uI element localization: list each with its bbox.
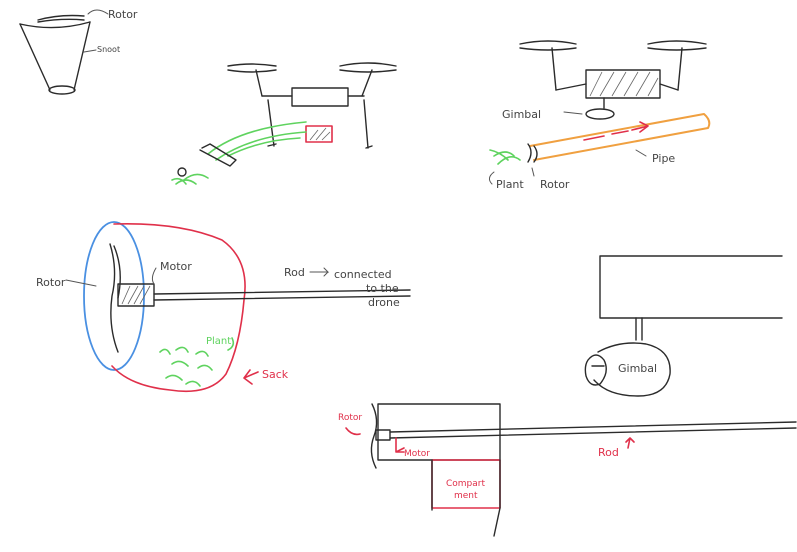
- rotor-blade-sketch: [38, 16, 84, 23]
- plant-particles: [160, 347, 212, 386]
- green-suction-hose: [208, 122, 306, 160]
- body-shading: [590, 72, 658, 96]
- label-pipe: Pipe: [652, 152, 675, 165]
- rotor-pointer-arrow: [88, 10, 108, 14]
- rotor-pointer-arrow: [532, 168, 534, 176]
- label-gimbal: Gimbal: [618, 362, 657, 375]
- orange-pipe: [530, 114, 709, 160]
- gimbal-ring: [586, 109, 614, 119]
- label-rotor: Rotor: [108, 8, 138, 21]
- label-sack: Sack: [262, 368, 289, 381]
- label-snout: Snoot: [97, 45, 120, 54]
- label-compartment-2: ment: [454, 491, 478, 501]
- sketch-sack-rod: Rotor Motor Rod connected to the drone P…: [36, 222, 410, 391]
- left-rotor-blades: [228, 64, 276, 72]
- drone-body: [292, 88, 348, 106]
- sketch-drone-hose: [172, 63, 396, 184]
- sack-outline: [112, 224, 245, 391]
- right-rotor-blades: [648, 41, 706, 50]
- rotor-arrow: [346, 428, 360, 434]
- rotor-blade: [110, 244, 120, 352]
- pipe-rotor: [528, 144, 537, 162]
- sketch-gimbal-pipe: Gimbal Plant Rotor Pipe: [489, 41, 709, 191]
- leg-feet: [268, 144, 372, 148]
- label-motor: Motor: [160, 260, 192, 273]
- gimbal-pointer-arrow: [564, 112, 582, 114]
- label-drone: drone: [368, 296, 400, 309]
- rotor-housing: [84, 222, 144, 370]
- rod-arrow: [626, 438, 634, 448]
- plant-seed: [178, 168, 186, 176]
- label-to-the: to the: [366, 282, 399, 295]
- rod-arrow: [310, 268, 328, 276]
- connecting-rod: [390, 422, 796, 438]
- rotor-pointer-arrow: [66, 280, 96, 286]
- motor-shading: [122, 286, 150, 304]
- label-connected: connected: [334, 268, 392, 281]
- snout-top: [20, 22, 90, 28]
- label-compartment: Compart: [446, 479, 485, 489]
- plant-pointer-arrow: [489, 172, 494, 184]
- right-rotor-blades: [340, 63, 396, 72]
- motor-arrow: [396, 438, 404, 452]
- snout-pointer-arrow: [84, 50, 96, 52]
- sketch-drone-gimbal: Gimbal: [585, 256, 782, 396]
- label-rotor: Rotor: [338, 413, 362, 423]
- label-rod: Rod: [598, 446, 619, 459]
- snout-opening: [49, 86, 75, 94]
- rotor-arms: [256, 70, 372, 96]
- sack-arrow: [244, 370, 258, 384]
- sketch-rotor-snout: Rotor Snoot: [20, 8, 138, 94]
- label-plant: Plant: [496, 178, 524, 191]
- drone-body-outline: [600, 256, 782, 318]
- snout-sides: [20, 22, 90, 90]
- compartment-fill: [310, 128, 330, 140]
- plant-sprout: [172, 174, 208, 184]
- motor-pointer-arrow: [152, 268, 156, 284]
- label-gimbal: Gimbal: [502, 108, 541, 121]
- gimbal-stem: [636, 318, 642, 340]
- label-plant: Plant: [206, 336, 231, 347]
- label-motor: Motor: [404, 449, 430, 459]
- left-rotor-blades: [520, 41, 576, 50]
- gimbal-lens: [585, 355, 606, 385]
- label-rotor: Rotor: [540, 178, 570, 191]
- landing-legs: [268, 100, 368, 148]
- motor-block: [118, 284, 154, 306]
- rotor-arms: [552, 48, 682, 90]
- label-rod: Rod: [284, 266, 305, 279]
- label-rotor: Rotor: [36, 276, 66, 289]
- sketch-compartment-rod: Rotor Motor Compart ment Rod: [338, 404, 796, 536]
- pipe-pointer-arrow: [636, 150, 646, 156]
- plant-leaves: [490, 150, 520, 164]
